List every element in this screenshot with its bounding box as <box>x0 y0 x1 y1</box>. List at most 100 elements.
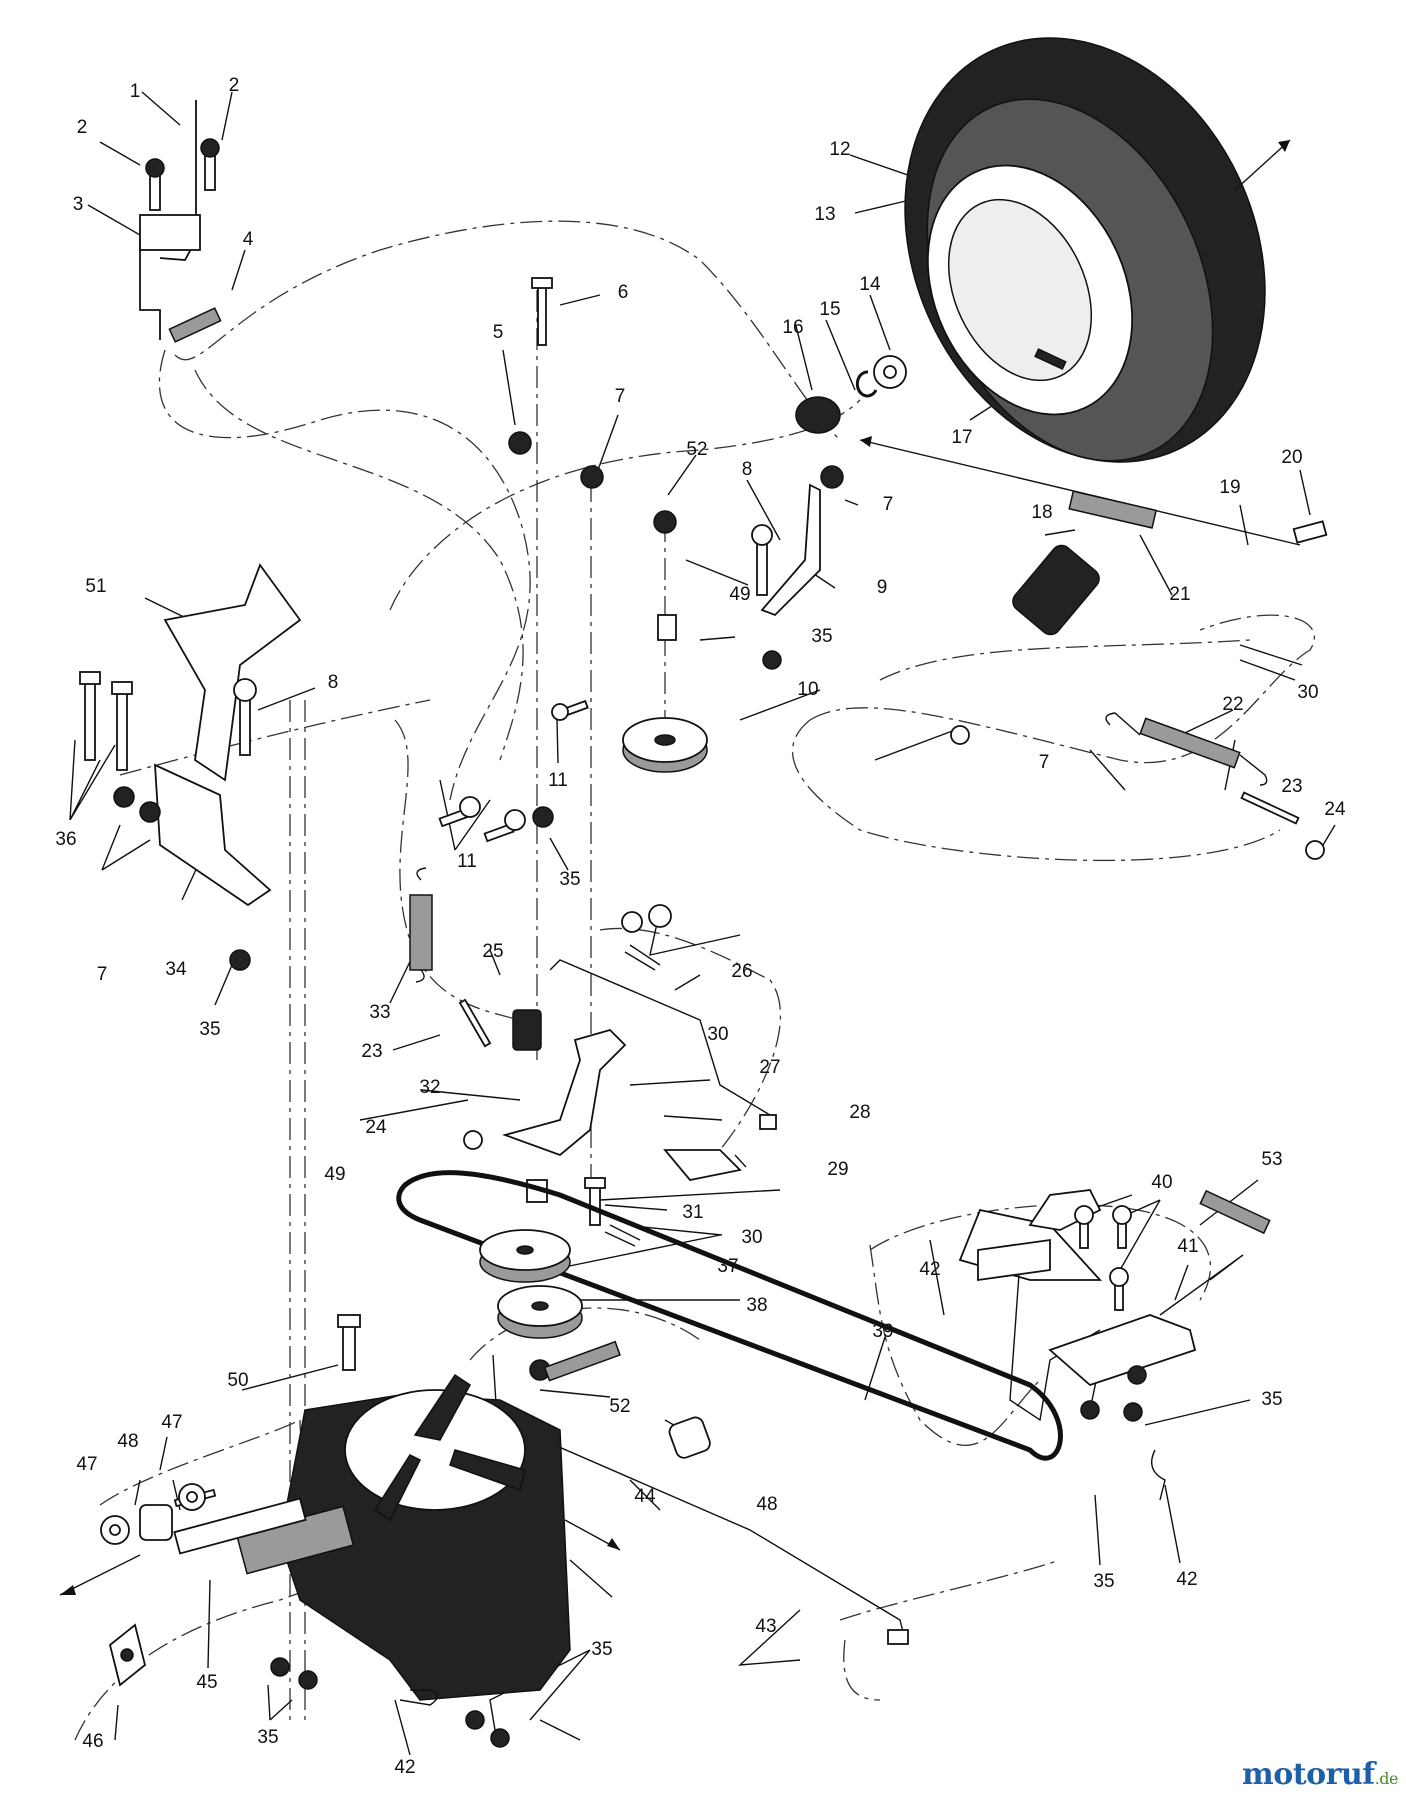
bolt-icon <box>145 158 165 211</box>
callout-4: 4 <box>243 229 254 250</box>
watermark-logo: motoruf.de <box>1242 1757 1398 1792</box>
support-bracket-icon <box>154 763 272 907</box>
flange-nut-icon <box>465 1710 485 1730</box>
callout-35: 35 <box>811 626 832 647</box>
callout-39: 39 <box>872 1321 893 1342</box>
callout-52: 52 <box>686 439 707 460</box>
idler-pulley-icon <box>622 717 708 773</box>
callout-48: 48 <box>756 1494 777 1515</box>
shift-lever-icon <box>139 100 201 340</box>
flange-nut-icon <box>820 465 844 489</box>
callout-19: 19 <box>1219 477 1240 498</box>
hex-bolt-icon <box>79 671 101 761</box>
direction-arrow-icon <box>59 1519 621 1596</box>
callout-5: 5 <box>493 322 504 343</box>
callout-8: 8 <box>742 459 753 480</box>
shift-cable-icon <box>859 436 1328 546</box>
flange-nut-icon <box>490 1728 510 1748</box>
hex-nut-icon <box>1305 840 1325 860</box>
flange-nut-icon <box>139 801 161 823</box>
callout-27: 27 <box>759 1057 780 1078</box>
shift-link-icon <box>663 1149 742 1181</box>
callout-8: 8 <box>328 672 339 693</box>
callout-labels: 1 2 2 3 4 5 6 7 7 7 7 8 8 9 10 11 11 12 … <box>55 75 1346 1778</box>
hex-nut-icon <box>950 725 970 745</box>
callout-11: 11 <box>457 851 477 872</box>
callout-16: 16 <box>782 317 803 338</box>
callout-21: 21 <box>1169 584 1190 605</box>
callout-26: 26 <box>731 961 752 982</box>
callout-24: 24 <box>1324 799 1346 820</box>
callout-49: 49 <box>324 1164 345 1185</box>
bushing-icon <box>139 1504 173 1541</box>
spring-icon <box>168 307 222 343</box>
flange-nut-icon <box>580 465 604 489</box>
bolt-icon <box>584 1177 606 1226</box>
callout-40: 40 <box>1151 1172 1172 1193</box>
axle-bracket-icon <box>108 1623 147 1687</box>
screw-icon <box>551 699 589 721</box>
callout-45: 45 <box>196 1672 217 1693</box>
callout-31: 31 <box>682 1202 703 1223</box>
callout-7: 7 <box>1039 752 1050 773</box>
callout-33: 33 <box>369 1002 390 1023</box>
callout-7: 7 <box>883 494 894 515</box>
callout-6: 6 <box>618 282 629 303</box>
callout-51: 51 <box>85 576 106 597</box>
flange-nut-icon <box>653 510 677 534</box>
transaxle-icon <box>235 1340 621 1701</box>
callout-2: 2 <box>229 75 240 96</box>
callout-35: 35 <box>559 869 580 890</box>
idler-bracket-icon <box>760 483 821 617</box>
callout-32: 32 <box>419 1077 440 1098</box>
callout-2: 2 <box>77 117 88 138</box>
callout-12: 12 <box>829 139 850 160</box>
flange-nut-icon <box>762 650 782 670</box>
callout-50: 50 <box>227 1370 248 1391</box>
callout-28: 28 <box>849 1102 870 1123</box>
callout-15: 15 <box>819 299 840 320</box>
callout-35: 35 <box>257 1727 278 1748</box>
callout-23: 23 <box>1281 776 1302 797</box>
callout-30: 30 <box>1297 682 1318 703</box>
flange-nut-icon <box>532 806 554 828</box>
extension-spring-icon <box>409 867 433 983</box>
callout-44: 44 <box>634 1486 656 1507</box>
clevis-pin-icon <box>759 1114 777 1130</box>
hairpin-clip-icon <box>399 1689 439 1706</box>
callout-30: 30 <box>707 1024 728 1045</box>
callout-14: 14 <box>859 274 881 295</box>
shoulder-bolt-icon <box>337 1314 361 1371</box>
cotter-pin-icon <box>604 1224 641 1247</box>
flange-nut-icon <box>270 1657 290 1677</box>
shoulder-screw-icon <box>438 796 481 828</box>
callout-29: 29 <box>827 1159 848 1180</box>
callout-42: 42 <box>1176 1569 1197 1590</box>
callout-53: 53 <box>1261 1149 1282 1170</box>
callout-35: 35 <box>591 1639 612 1660</box>
callout-47: 47 <box>161 1412 182 1433</box>
tire-wheel-icon <box>904 37 1291 463</box>
flange-nut-icon <box>1080 1400 1100 1420</box>
callout-24: 24 <box>365 1117 387 1138</box>
eye-bolt-icon <box>1240 791 1300 825</box>
callout-35: 35 <box>1093 1571 1114 1592</box>
spacer-icon <box>512 1009 542 1051</box>
carriage-bolt-icon <box>751 524 773 596</box>
callout-34: 34 <box>165 959 187 980</box>
callout-52: 52 <box>609 1396 630 1417</box>
flange-nut-icon <box>1127 1365 1147 1385</box>
handle-grip-icon <box>1012 544 1100 636</box>
transmission-pulley-icon <box>479 1229 571 1283</box>
callout-3: 3 <box>73 194 84 215</box>
callout-11: 11 <box>548 770 568 791</box>
flange-nut-icon <box>1123 1402 1143 1422</box>
callout-38: 38 <box>746 1295 767 1316</box>
callout-35: 35 <box>1261 1389 1282 1410</box>
callout-1: 1 <box>130 81 141 102</box>
callout-48: 48 <box>117 1431 138 1452</box>
idler-arm-icon <box>502 1028 627 1157</box>
carriage-bolt-icon <box>233 678 257 756</box>
hub-cap-icon <box>795 396 841 434</box>
